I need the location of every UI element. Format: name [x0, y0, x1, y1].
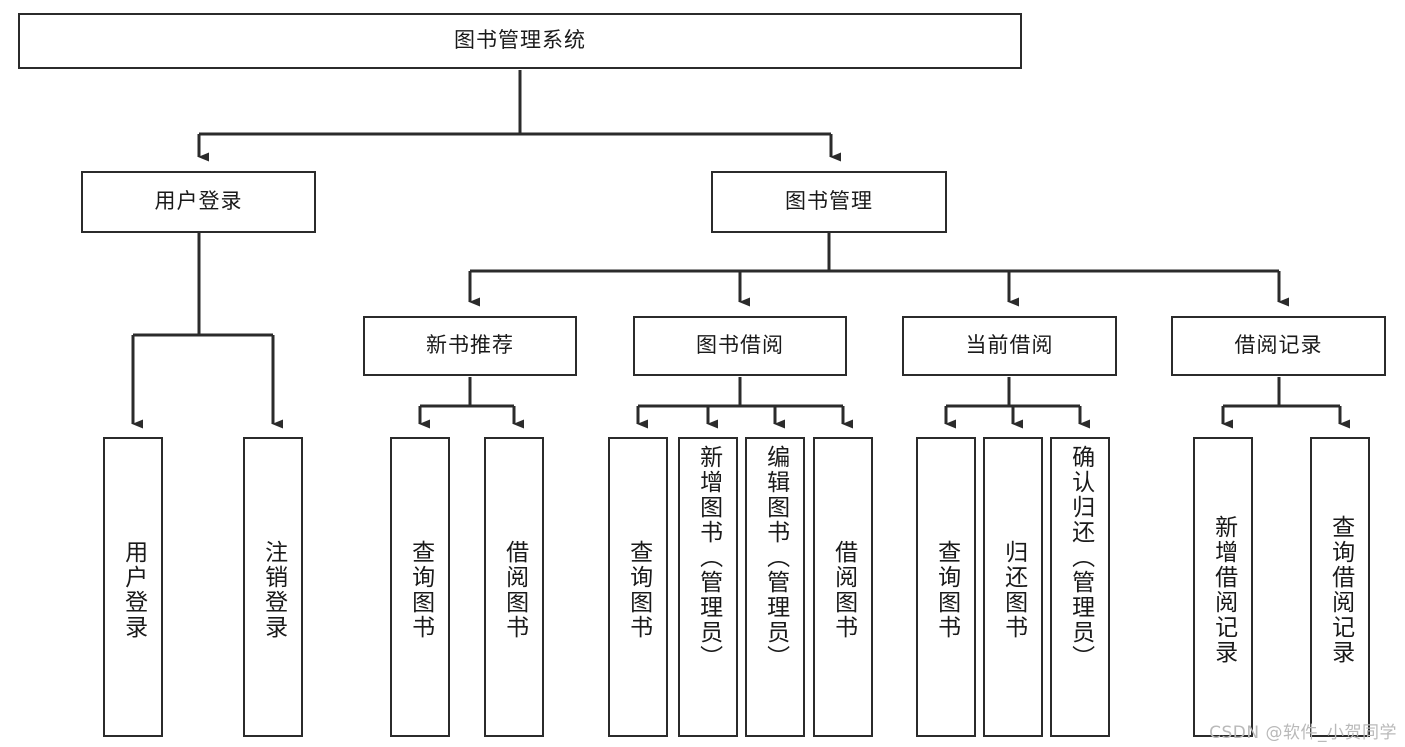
leaf-user-login[interactable]: 用户登录 [103, 437, 163, 737]
leaf-logout-label: 注销登录 [260, 540, 287, 640]
edge-current-borrow-to-leaves [944, 377, 1090, 429]
leaf-confirm-return-admin[interactable]: 确认归还（管理员） [1050, 437, 1110, 737]
leaf-edit-book-admin[interactable]: 编辑图书（管理员） [745, 437, 805, 737]
node-user-login[interactable]: 用户登录 [81, 171, 316, 233]
node-book-management-label: 图书管理 [785, 189, 873, 214]
node-book-management[interactable]: 图书管理 [711, 171, 947, 233]
leaf-borrow-books[interactable]: 借阅图书 [813, 437, 873, 737]
node-borrow-record-label: 借阅记录 [1234, 333, 1323, 358]
node-book-borrow[interactable]: 图书借阅 [633, 316, 847, 376]
leaf-borrow-books-new-label: 借阅图书 [501, 540, 528, 640]
leaf-add-borrow-record[interactable]: 新增借阅记录 [1193, 437, 1253, 737]
leaf-add-book-admin-label: 新增图书（管理员） [695, 445, 722, 670]
node-new-book-recommend-label: 新书推荐 [426, 333, 514, 358]
node-new-book-recommend[interactable]: 新书推荐 [363, 316, 577, 376]
node-current-borrow-label: 当前借阅 [965, 333, 1054, 358]
node-borrow-record[interactable]: 借阅记录 [1171, 316, 1386, 376]
leaf-add-borrow-record-label: 新增借阅记录 [1210, 515, 1237, 665]
leaf-borrow-books-new[interactable]: 借阅图书 [484, 437, 544, 737]
leaf-return-books-label: 归还图书 [1000, 540, 1027, 640]
node-book-borrow-label: 图书借阅 [696, 333, 784, 358]
edge-book-borrow-to-leaves [636, 377, 853, 429]
leaf-query-books-borrow[interactable]: 查询图书 [608, 437, 668, 737]
edge-book-mgmt-to-level3 [468, 233, 1289, 307]
edge-new-books-to-leaves [418, 377, 524, 429]
leaf-query-books-new-label: 查询图书 [407, 540, 434, 640]
edge-user-login-to-leaves [131, 233, 283, 429]
leaf-add-book-admin[interactable]: 新增图书（管理员） [678, 437, 738, 737]
leaf-borrow-books-label: 借阅图书 [830, 540, 857, 640]
leaf-edit-book-admin-label: 编辑图书（管理员） [762, 445, 789, 670]
leaf-query-books-borrow-label: 查询图书 [625, 540, 652, 640]
leaf-query-books-new[interactable]: 查询图书 [390, 437, 450, 737]
edge-borrow-record-to-leaves [1221, 377, 1350, 429]
node-root-label: 图书管理系统 [454, 28, 586, 53]
node-user-login-label: 用户登录 [154, 189, 243, 214]
leaf-query-borrow-record[interactable]: 查询借阅记录 [1310, 437, 1370, 737]
leaf-query-borrow-record-label: 查询借阅记录 [1327, 515, 1354, 665]
leaf-return-books[interactable]: 归还图书 [983, 437, 1043, 737]
leaf-user-login-label: 用户登录 [120, 540, 147, 640]
watermark-text: CSDN @软件_小贺同学 [1209, 723, 1397, 743]
leaf-confirm-return-admin-label: 确认归还（管理员） [1067, 445, 1094, 670]
leaf-query-books-current-label: 查询图书 [933, 540, 960, 640]
edge-root-to-level2 [197, 70, 841, 162]
leaf-logout[interactable]: 注销登录 [243, 437, 303, 737]
node-current-borrow[interactable]: 当前借阅 [902, 316, 1117, 376]
node-root-library-system[interactable]: 图书管理系统 [18, 13, 1022, 69]
leaf-query-books-current[interactable]: 查询图书 [916, 437, 976, 737]
